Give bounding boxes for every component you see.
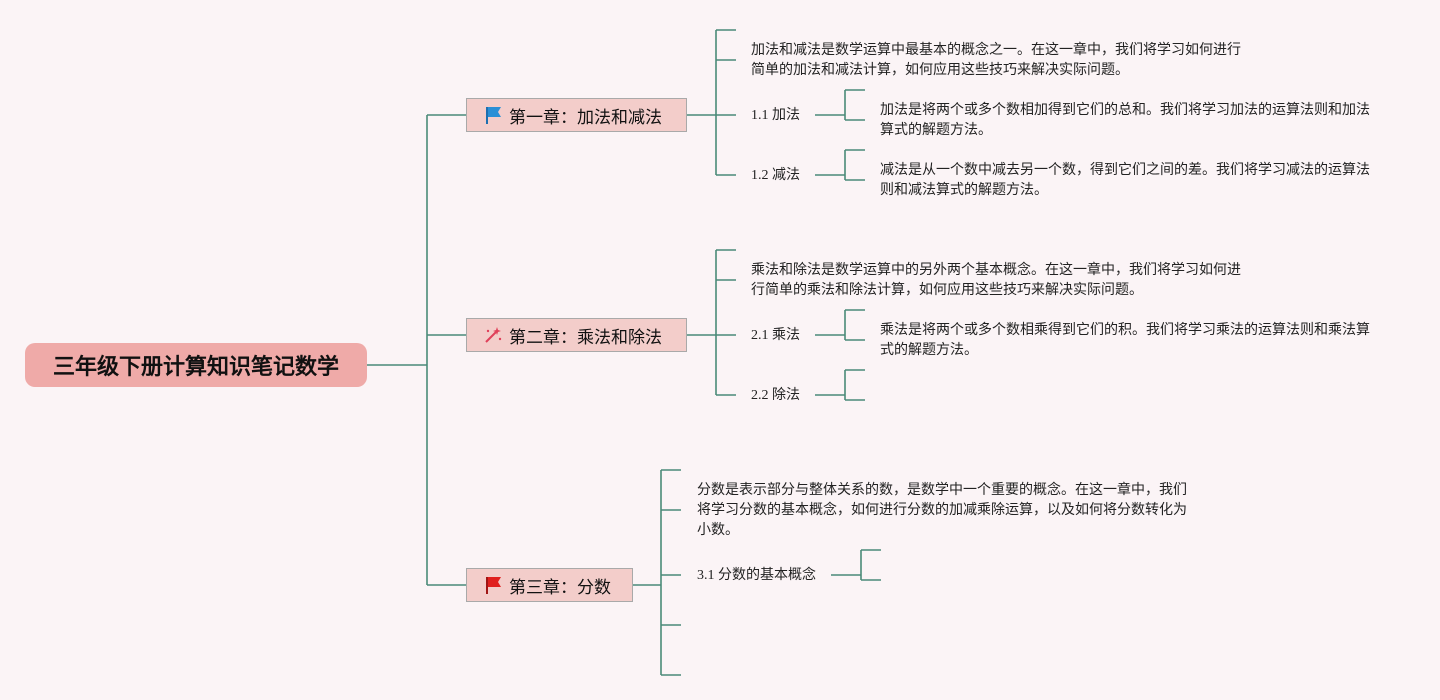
- chapter-1-intro: 加法和减法是数学运算中最基本的概念之一。在这一章中，我们将学习如何进行简单的加法…: [751, 43, 1241, 78]
- chapter-1-node[interactable]: 第一章：加法和减法: [466, 98, 687, 132]
- chapter-3-title: 第三章：分数: [509, 577, 611, 598]
- section-1-1-label[interactable]: 1.1 加法: [751, 108, 800, 123]
- red-flag-icon: [483, 575, 503, 595]
- section-1-2-text: 减法是从一个数中减去另一个数，得到它们之间的差。我们将学习减法的运算法则和减法算…: [880, 163, 1370, 198]
- chapter-1-title: 第一章：加法和减法: [509, 107, 662, 128]
- section-3-1-label[interactable]: 3.1 分数的基本概念: [697, 568, 816, 583]
- chapter-2-node[interactable]: 第二章：乘法和除法: [466, 318, 687, 352]
- chapter-2-title: 第二章：乘法和除法: [509, 327, 662, 348]
- magic-wand-icon: [483, 325, 503, 345]
- section-2-1-text: 乘法是将两个或多个数相乘得到它们的积。我们将学习乘法的运算法则和乘法算式的解题方…: [880, 323, 1370, 358]
- section-2-2-label[interactable]: 2.2 除法: [751, 388, 800, 403]
- section-1-2-label[interactable]: 1.2 减法: [751, 168, 800, 183]
- root-topic[interactable]: 三年级下册计算知识笔记数学: [25, 343, 367, 387]
- section-2-1-label[interactable]: 2.1 乘法: [751, 328, 800, 343]
- section-1-1-text: 加法是将两个或多个数相加得到它们的总和。我们将学习加法的运算法则和加法算式的解题…: [880, 103, 1370, 138]
- chapter-3-node[interactable]: 第三章：分数: [466, 568, 633, 602]
- chapter-3-intro: 分数是表示部分与整体关系的数，是数学中一个重要的概念。在这一章中，我们将学习分数…: [697, 483, 1187, 538]
- root-title: 三年级下册计算知识笔记数学: [52, 355, 339, 380]
- chapter-2-intro: 乘法和除法是数学运算中的另外两个基本概念。在这一章中，我们将学习如何进行简单的乘…: [751, 263, 1241, 298]
- blue-flag-icon: [483, 105, 503, 125]
